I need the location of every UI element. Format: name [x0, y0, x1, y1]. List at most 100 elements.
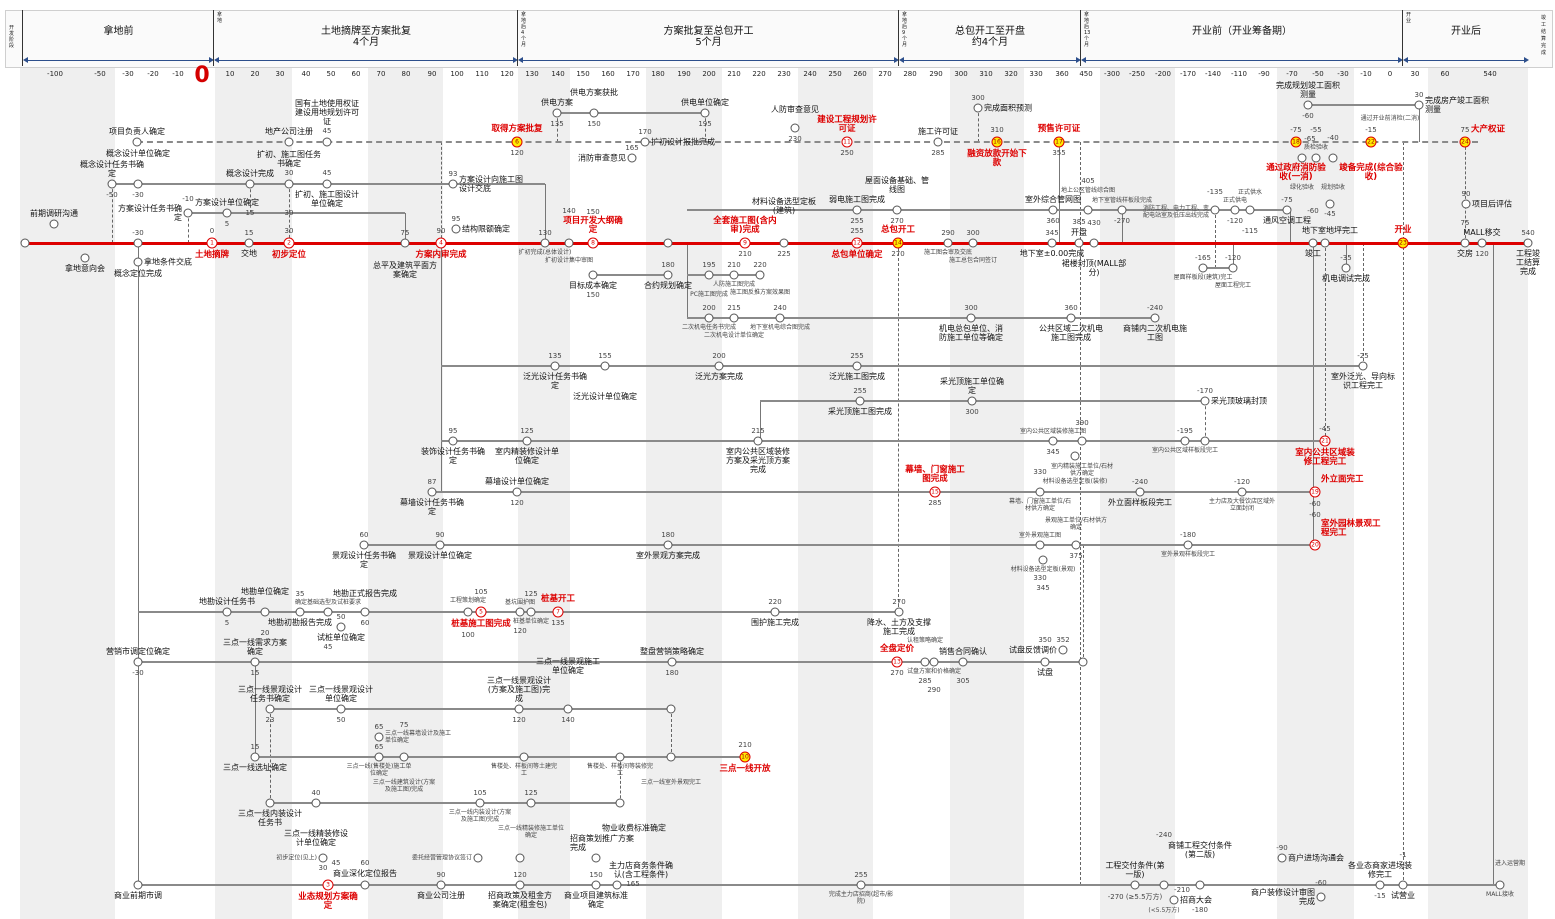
event-node[interactable]	[183, 208, 193, 218]
event-node[interactable]	[1358, 361, 1368, 371]
event-node[interactable]	[245, 179, 255, 189]
event-node[interactable]	[515, 853, 525, 863]
event-node[interactable]	[448, 436, 458, 446]
event-node[interactable]	[448, 179, 458, 189]
event-node[interactable]	[1048, 436, 1058, 446]
event-node[interactable]	[943, 238, 953, 248]
event-node[interactable]	[336, 622, 346, 632]
milestone-node[interactable]: 16	[991, 136, 1003, 148]
event-node[interactable]	[284, 137, 294, 147]
milestone-node[interactable]: 2	[283, 237, 295, 249]
event-node[interactable]	[1035, 487, 1045, 497]
event-node[interactable]	[250, 657, 260, 667]
milestone-node[interactable]: 24	[1459, 136, 1471, 148]
event-node[interactable]	[400, 238, 410, 248]
event-node[interactable]	[1316, 892, 1326, 902]
milestone-node[interactable]: 3	[322, 879, 334, 891]
event-node[interactable]	[374, 752, 384, 762]
event-node[interactable]	[615, 752, 625, 762]
event-node[interactable]	[550, 361, 560, 371]
event-node[interactable]	[519, 752, 529, 762]
milestone-node[interactable]: 17	[1053, 136, 1065, 148]
event-node[interactable]	[1083, 205, 1093, 215]
event-node[interactable]	[1477, 238, 1487, 248]
event-node[interactable]	[336, 704, 346, 714]
event-node[interactable]	[1070, 451, 1080, 461]
event-node[interactable]	[700, 108, 710, 118]
event-node[interactable]	[600, 361, 610, 371]
event-node[interactable]	[615, 798, 625, 808]
event-node[interactable]	[894, 607, 904, 617]
event-node[interactable]	[1277, 853, 1287, 863]
event-node[interactable]	[1311, 153, 1321, 163]
event-node[interactable]	[322, 137, 332, 147]
event-node[interactable]	[704, 270, 714, 280]
event-node[interactable]	[1047, 238, 1057, 248]
milestone-node[interactable]: 18	[1290, 136, 1302, 148]
event-node[interactable]	[1200, 436, 1210, 446]
event-node[interactable]	[892, 205, 902, 215]
event-node[interactable]	[133, 257, 143, 267]
event-node[interactable]	[855, 396, 865, 406]
event-node[interactable]	[1074, 238, 1084, 248]
event-node[interactable]	[640, 137, 650, 147]
event-node[interactable]	[1180, 436, 1190, 446]
event-node[interactable]	[107, 179, 117, 189]
event-node[interactable]	[1159, 880, 1169, 890]
event-node[interactable]	[779, 238, 789, 248]
event-node[interactable]	[1237, 487, 1247, 497]
event-node[interactable]	[318, 853, 328, 863]
event-node[interactable]	[1035, 540, 1045, 550]
event-node[interactable]	[515, 607, 525, 617]
event-node[interactable]	[852, 205, 862, 215]
event-node[interactable]	[591, 880, 601, 890]
event-node[interactable]	[1078, 657, 1088, 667]
event-node[interactable]	[512, 487, 522, 497]
milestone-node[interactable]: 8	[587, 237, 599, 249]
event-node[interactable]	[463, 607, 473, 617]
event-node[interactable]	[133, 880, 143, 890]
event-node[interactable]	[1195, 880, 1205, 890]
event-node[interactable]	[1077, 436, 1087, 446]
event-node[interactable]	[1325, 199, 1335, 209]
event-node[interactable]	[311, 798, 321, 808]
event-node[interactable]	[522, 436, 532, 446]
event-node[interactable]	[856, 880, 866, 890]
event-node[interactable]	[564, 238, 574, 248]
event-node[interactable]	[265, 798, 275, 808]
event-node[interactable]	[540, 238, 550, 248]
event-node[interactable]	[770, 607, 780, 617]
event-node[interactable]	[753, 436, 763, 446]
event-node[interactable]	[475, 798, 485, 808]
milestone-node[interactable]: 23	[1397, 237, 1409, 249]
event-node[interactable]	[526, 607, 536, 617]
event-node[interactable]	[775, 313, 785, 323]
event-node[interactable]	[663, 238, 673, 248]
event-node[interactable]	[1198, 263, 1208, 273]
event-node[interactable]	[973, 103, 983, 113]
milestone-node[interactable]: 13	[891, 656, 903, 668]
event-node[interactable]	[250, 752, 260, 762]
event-node[interactable]	[666, 752, 676, 762]
event-node[interactable]	[399, 752, 409, 762]
event-node[interactable]	[1169, 895, 1179, 905]
event-node[interactable]	[1130, 880, 1140, 890]
milestone-node[interactable]: 14	[892, 237, 904, 249]
event-node[interactable]	[1117, 205, 1127, 215]
milestone-node[interactable]: 6	[511, 136, 523, 148]
event-node[interactable]	[80, 253, 90, 263]
event-node[interactable]	[1230, 205, 1240, 215]
event-node[interactable]	[359, 540, 369, 550]
milestone-node[interactable]: 1	[206, 237, 218, 249]
event-node[interactable]	[1210, 205, 1220, 215]
event-node[interactable]	[1460, 238, 1470, 248]
milestone-node[interactable]: 21	[1319, 435, 1331, 447]
event-node[interactable]	[133, 238, 143, 248]
event-node[interactable]	[1297, 153, 1307, 163]
event-node[interactable]	[1038, 555, 1048, 565]
milestone-node[interactable]: 15	[929, 486, 941, 498]
event-node[interactable]	[1495, 880, 1505, 890]
event-node[interactable]	[1303, 100, 1313, 110]
event-node[interactable]	[132, 137, 142, 147]
event-node[interactable]	[966, 313, 976, 323]
